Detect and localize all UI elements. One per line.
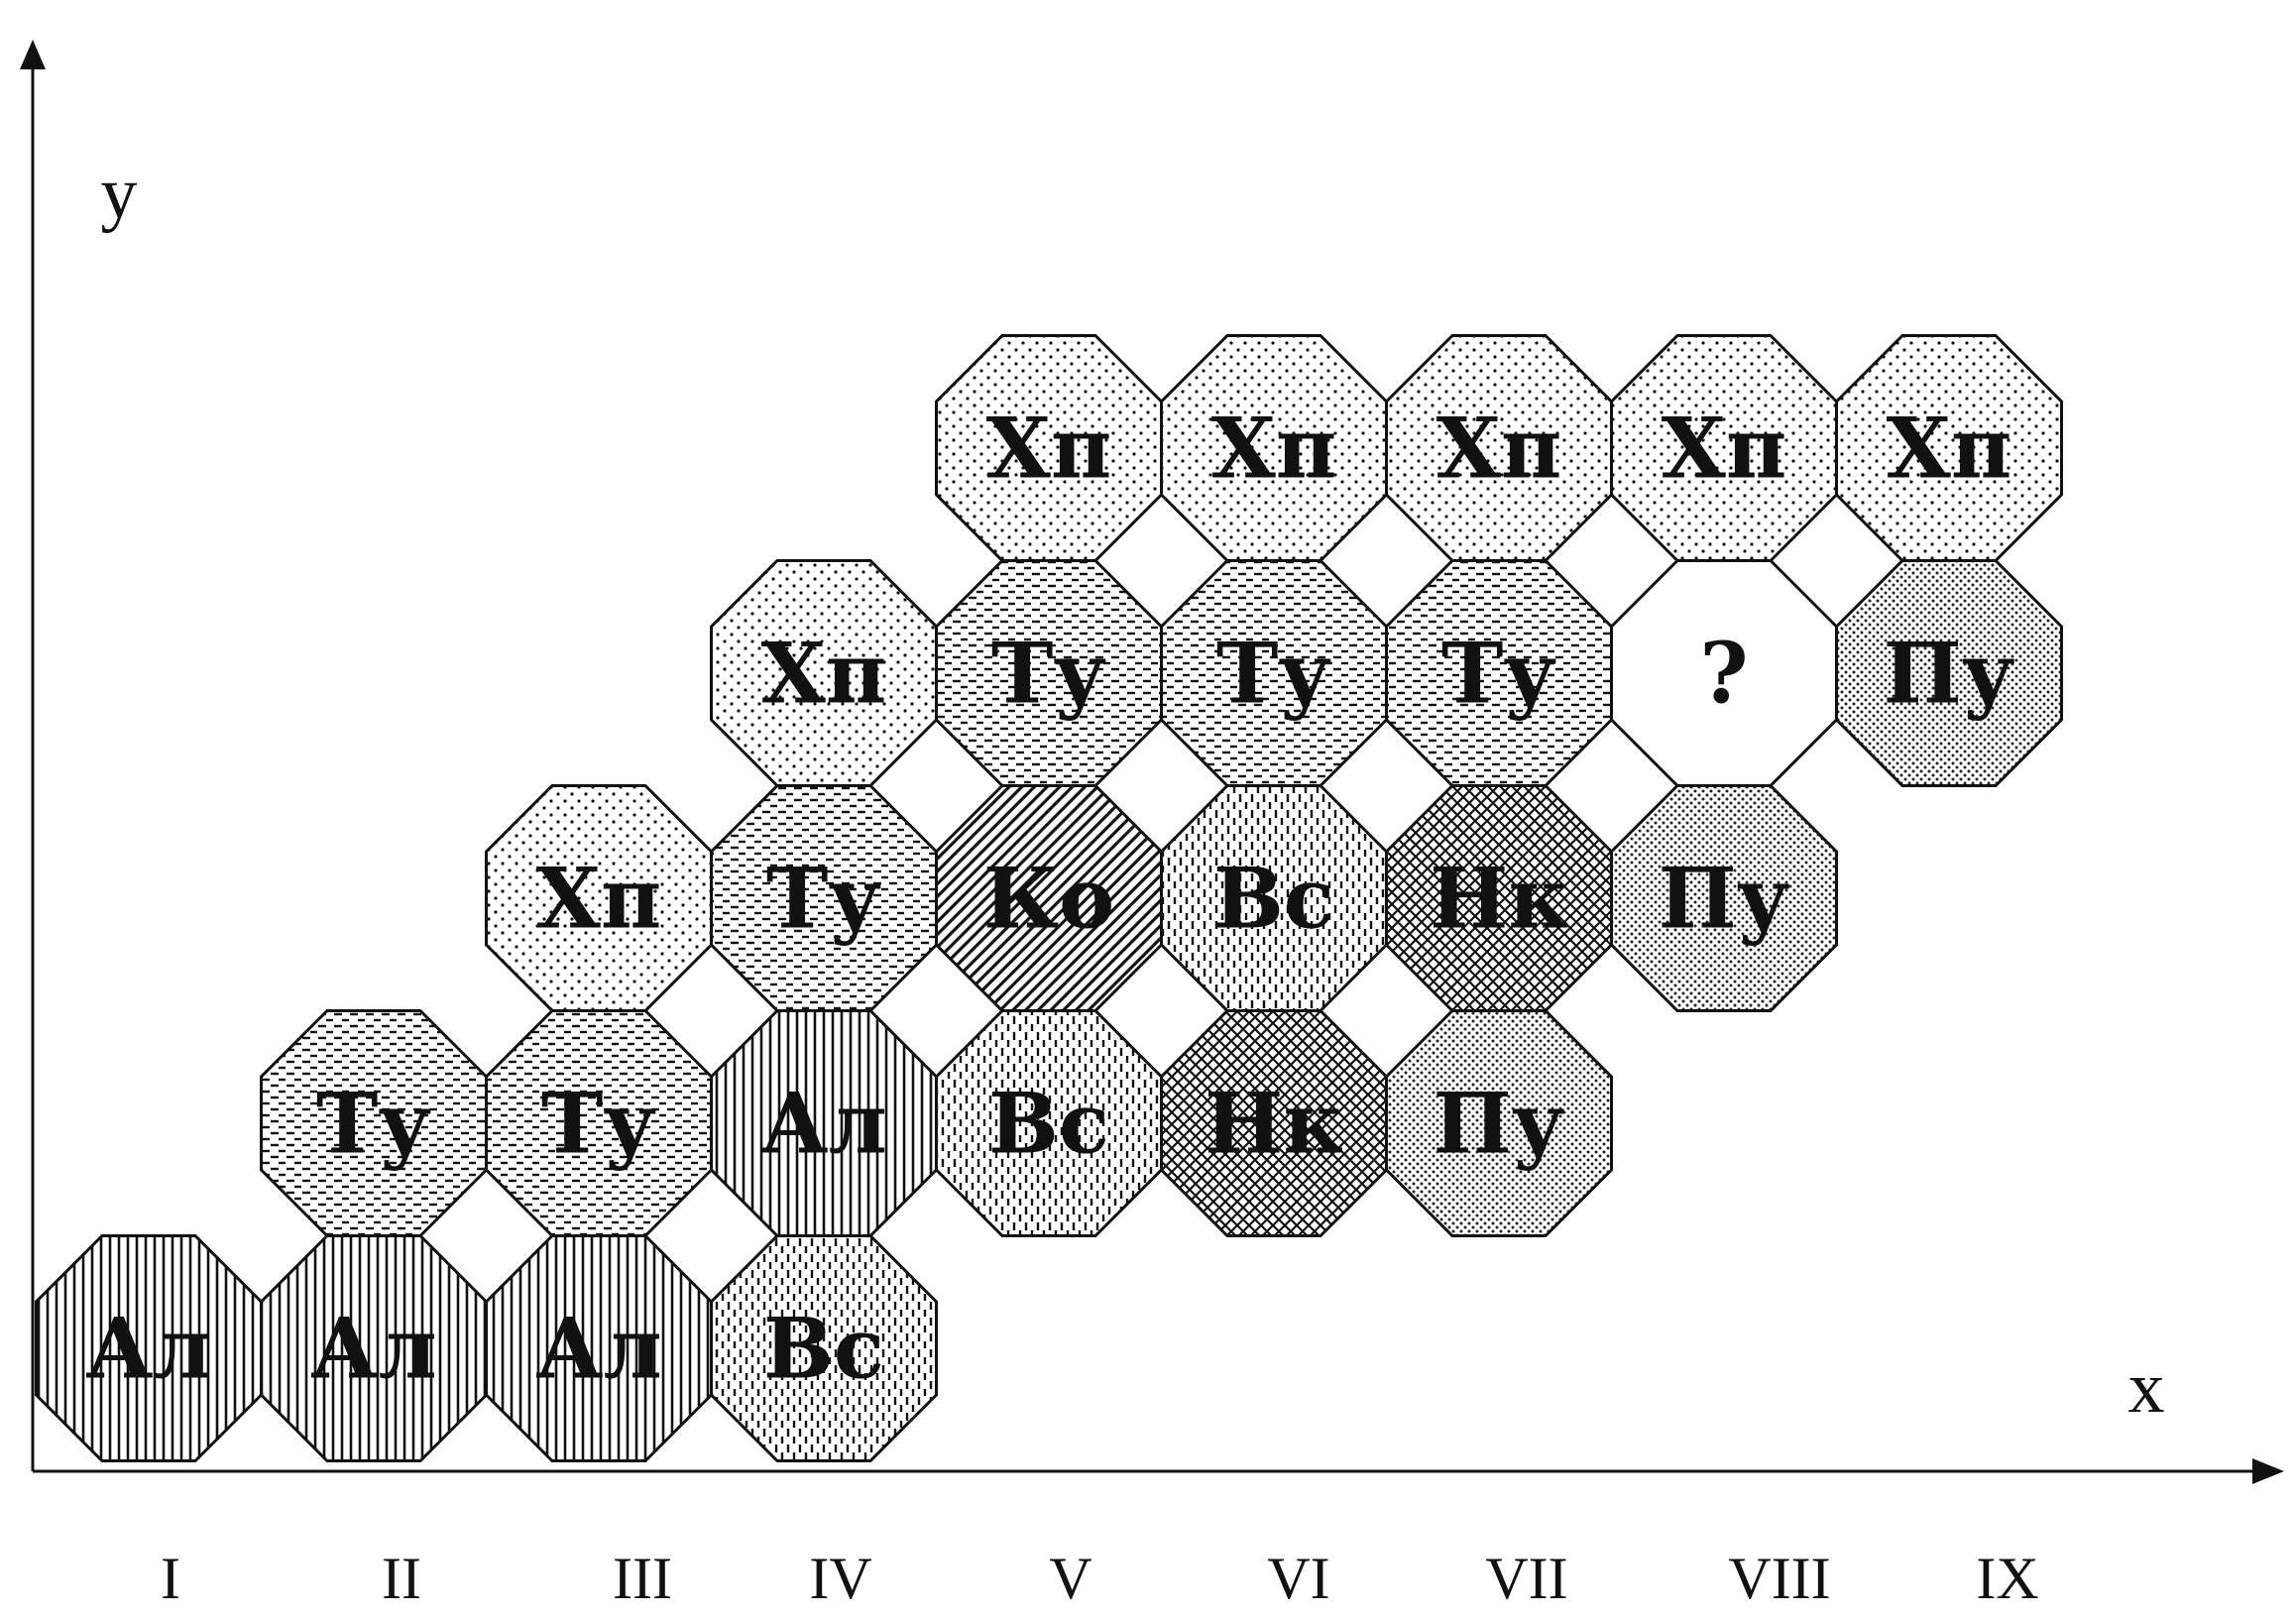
cell-c1-r1: Ал: [35, 1234, 263, 1462]
cell-c7-r2: Пу: [1385, 1009, 1613, 1237]
cell-label: Нк: [1430, 850, 1568, 948]
octagon-dots: [1610, 334, 1838, 562]
cell-label: Пу: [1433, 1075, 1564, 1173]
cell-label: Вс: [763, 1300, 884, 1398]
column-label-3: III: [613, 1546, 672, 1611]
octagon-crosshatch: [1385, 784, 1613, 1012]
octagon-diagonal: [935, 784, 1163, 1012]
cell-c2-r1: Ал: [260, 1234, 488, 1462]
cell-c5-r2: Вс: [935, 1009, 1163, 1237]
cell-c9-r4: Пу: [1835, 559, 2063, 787]
octagon-vdash: [935, 1009, 1163, 1237]
x-axis-arrow-icon: [2252, 1458, 2284, 1484]
octagon-dots: [1385, 334, 1613, 562]
cell-c5-r3: Ко: [935, 784, 1163, 1012]
cell-c3-r3: Хп: [485, 784, 713, 1012]
cell-label: Нк: [1205, 1075, 1343, 1173]
octagon-densedots: [1610, 784, 1838, 1012]
column-label-5: V: [1049, 1546, 1091, 1611]
cell-c3-r2: Ту: [485, 1009, 713, 1237]
cell-label: Ту: [316, 1075, 431, 1173]
octagon-hdash: [1160, 559, 1388, 787]
y-axis-arrow-icon: [20, 40, 46, 69]
cell-label: Хп: [1887, 400, 2012, 498]
column-label-8: VIII: [1728, 1546, 1830, 1611]
cell-label: Хп: [761, 625, 887, 723]
cell-label: Ал: [535, 1300, 662, 1398]
cell-c6-r2: Нк: [1160, 1009, 1388, 1237]
cell-c4-r3: Ту: [710, 784, 938, 1012]
octagon-vertical: [35, 1234, 263, 1462]
cell-c5-r5: Хп: [935, 334, 1163, 562]
cell-label: Хп: [1662, 400, 1787, 498]
octagon-dots: [935, 334, 1163, 562]
column-label-2: II: [382, 1546, 421, 1611]
cell-label: Хп: [1436, 400, 1562, 498]
octagon-hdash: [1385, 559, 1613, 787]
cell-label: Пу: [1883, 625, 2014, 723]
octagon-vertical: [485, 1234, 713, 1462]
cell-label: Ал: [310, 1300, 437, 1398]
cell-c2-r2: Ту: [260, 1009, 488, 1237]
cell-c8-r5: Хп: [1610, 334, 1838, 562]
octagon-vertical: [710, 1009, 938, 1237]
octagon-vdash: [1160, 784, 1388, 1012]
octagon-dots: [710, 559, 938, 787]
cell-c9-r5: Хп: [1835, 334, 2063, 562]
cell-label: Ко: [983, 850, 1114, 948]
cell-c7-r3: Нк: [1385, 784, 1613, 1012]
cell-label: Ту: [766, 850, 881, 948]
cell-label: Хп: [1211, 400, 1337, 498]
cell-label: ?: [1699, 625, 1748, 723]
cell-label: Вс: [1213, 850, 1334, 948]
cell-c4-r1: Вс: [710, 1234, 938, 1462]
axes: y x: [20, 40, 2284, 1484]
column-label-4: IV: [809, 1546, 871, 1611]
octagon-none: [1610, 559, 1838, 787]
cell-label: Вс: [988, 1075, 1109, 1173]
cell-label: Ту: [1441, 625, 1556, 723]
column-label-1: I: [161, 1546, 180, 1611]
octagon-hdash: [260, 1009, 488, 1237]
cell-c7-r5: Хп: [1385, 334, 1613, 562]
cell-c3-r1: Ал: [485, 1234, 713, 1462]
octagon-hdash: [935, 559, 1163, 787]
octagon-hdash: [485, 1009, 713, 1237]
octagon-vertical: [260, 1234, 488, 1462]
y-axis-label: y: [101, 153, 138, 234]
octagon-dots: [1835, 334, 2063, 562]
octagon-hdash: [710, 784, 938, 1012]
cell-label: Ту: [991, 625, 1106, 723]
octagon-densedots: [1835, 559, 2063, 787]
x-axis-label: x: [2128, 1347, 2165, 1429]
cell-label: Пу: [1658, 850, 1789, 948]
column-label-6: VI: [1267, 1546, 1329, 1611]
octagon-densedots: [1385, 1009, 1613, 1237]
cell-c4-r2: Ал: [710, 1009, 938, 1237]
cell-c8-r4: ?: [1610, 559, 1838, 787]
cell-label: Ал: [760, 1075, 887, 1173]
cell-c7-r4: Ту: [1385, 559, 1613, 787]
octagon-dots: [1160, 334, 1388, 562]
column-label-9: IX: [1976, 1546, 2038, 1611]
cell-label: Ту: [541, 1075, 656, 1173]
octagon-vdash: [710, 1234, 938, 1462]
octagon-crosshatch: [1160, 1009, 1388, 1237]
cell-label: Хп: [536, 850, 662, 948]
cell-label: Ту: [1216, 625, 1331, 723]
octagon-dots: [485, 784, 713, 1012]
cell-c8-r3: Пу: [1610, 784, 1838, 1012]
cell-c4-r4: Хп: [710, 559, 938, 787]
cell-c6-r5: Хп: [1160, 334, 1388, 562]
cell-c6-r3: Вс: [1160, 784, 1388, 1012]
cell-c5-r4: Ту: [935, 559, 1163, 787]
column-label-7: VII: [1485, 1546, 1567, 1611]
cell-label: Хп: [986, 400, 1112, 498]
cell-c6-r4: Ту: [1160, 559, 1388, 787]
cell-label: Ал: [85, 1300, 212, 1398]
